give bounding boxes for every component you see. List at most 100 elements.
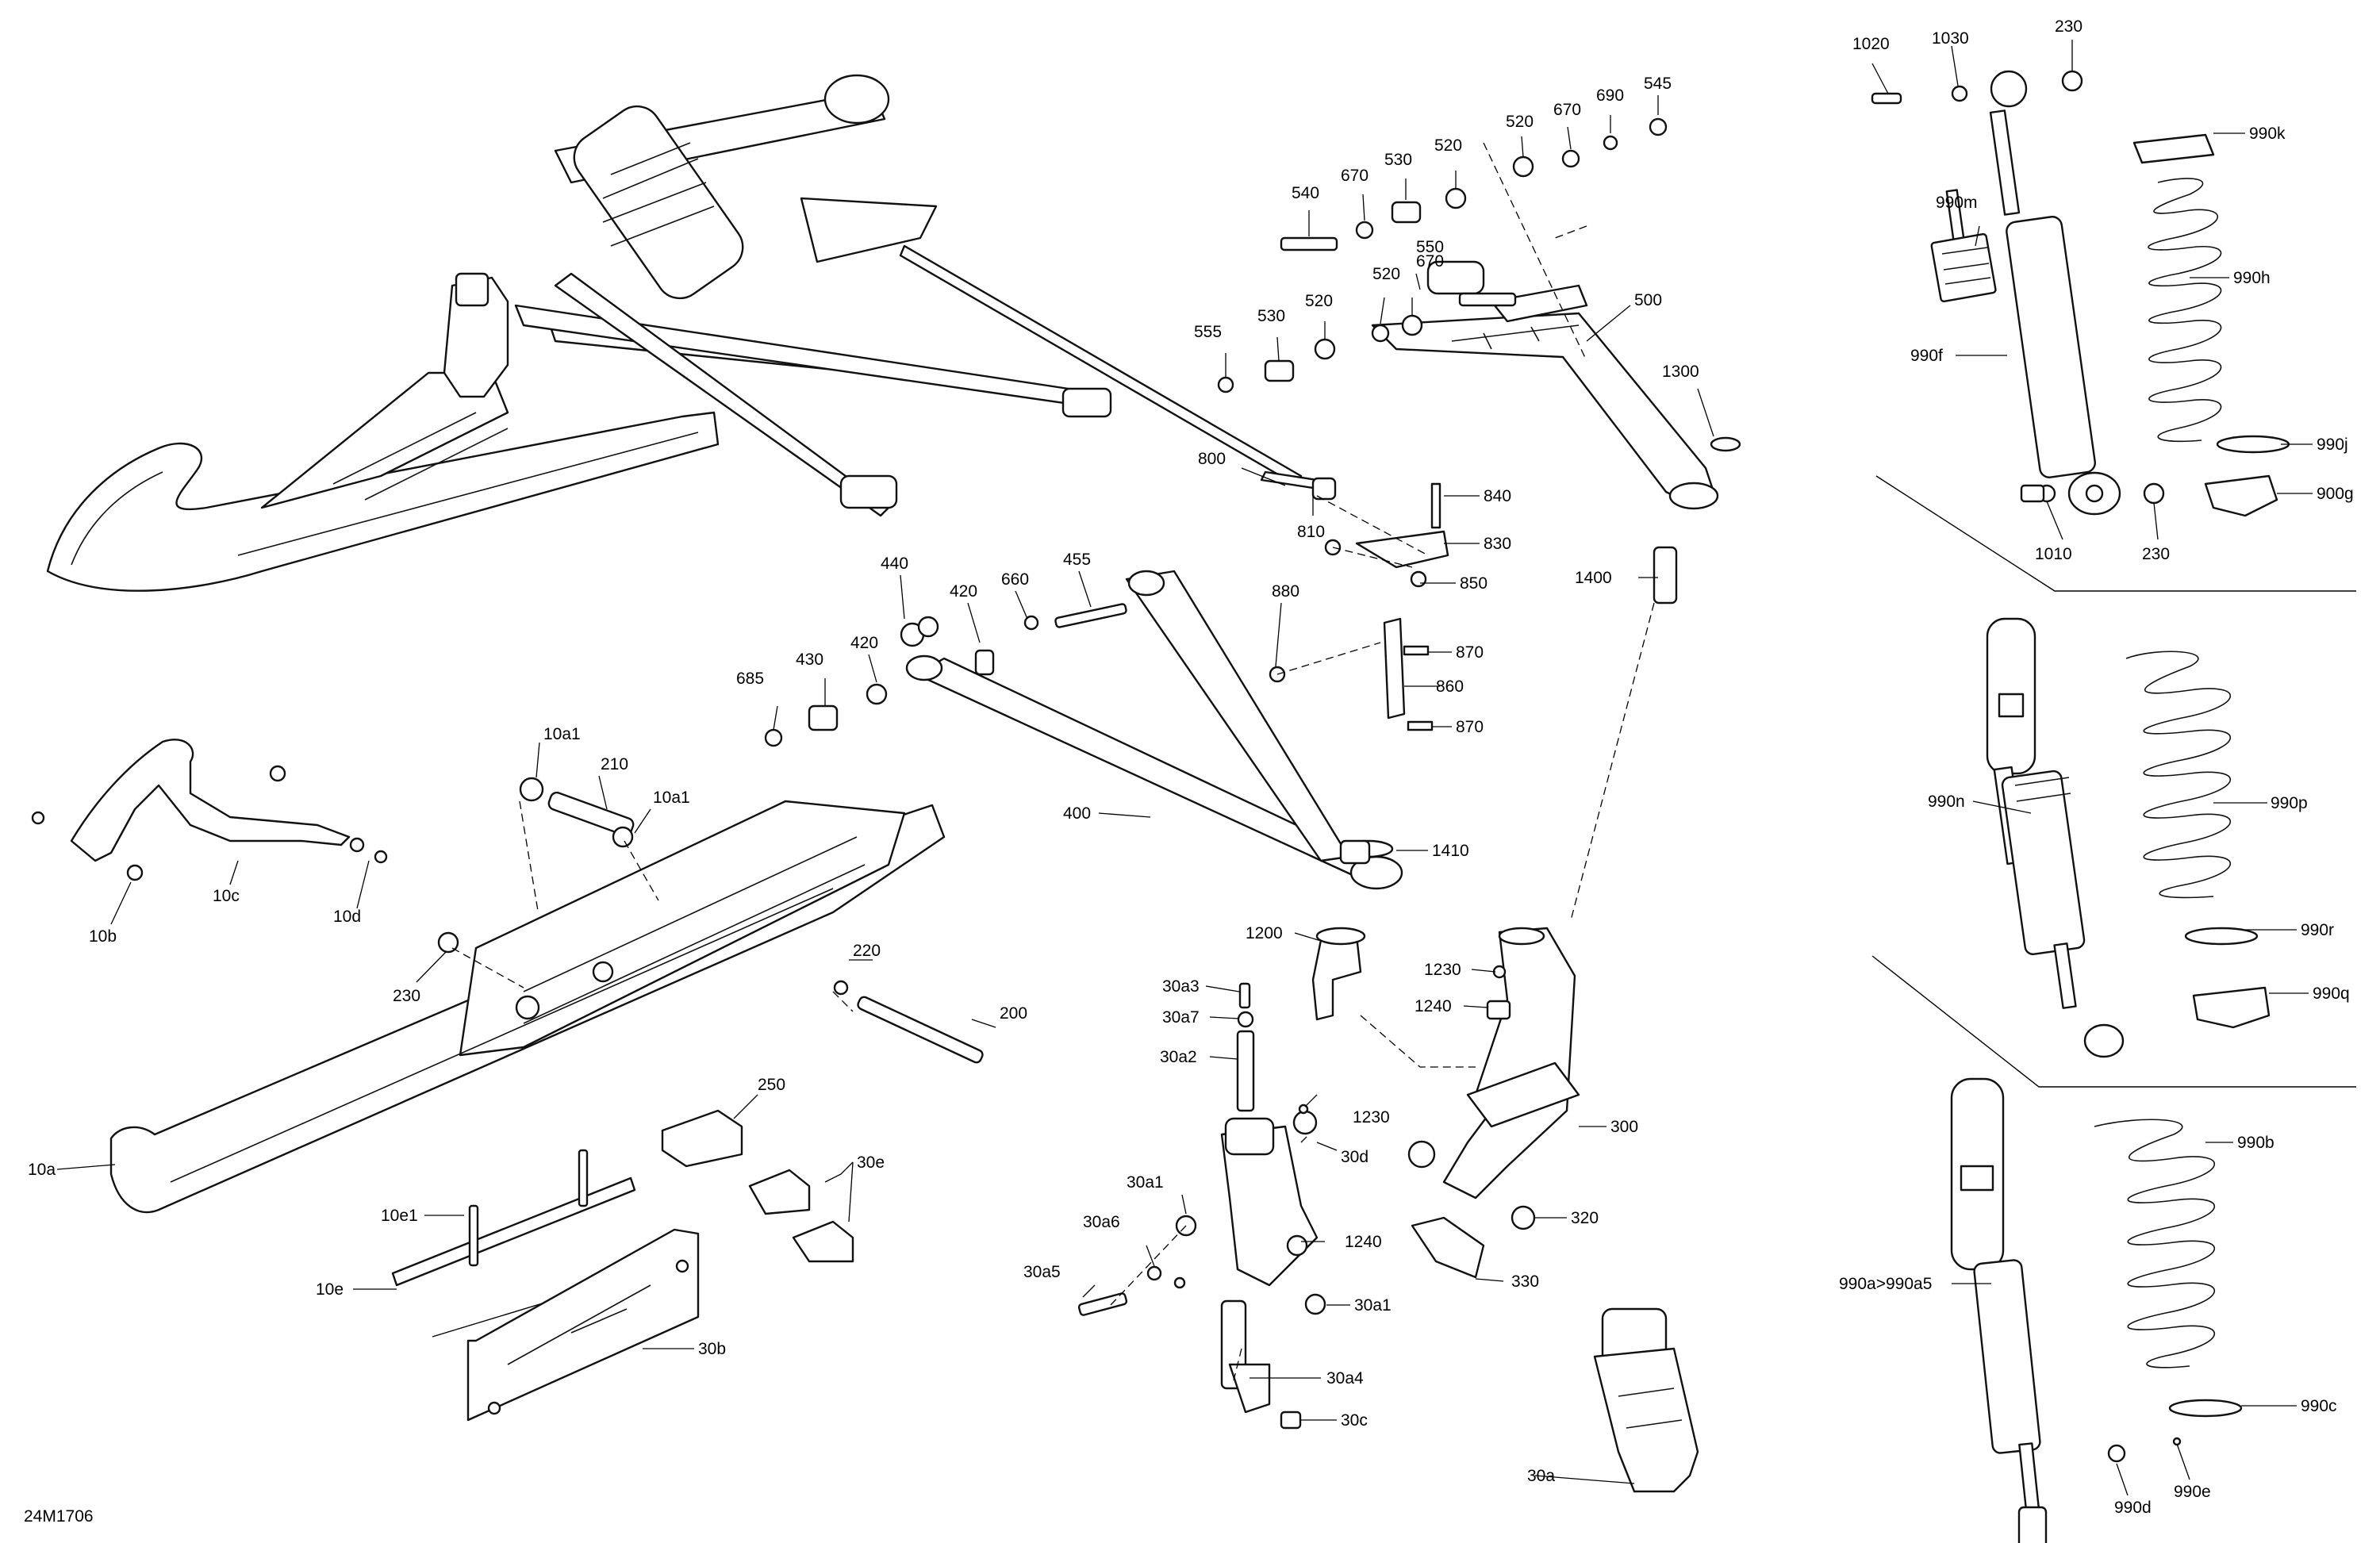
callout-810: 810	[1297, 523, 1325, 541]
tie-rod-800-illustration	[1260, 470, 1449, 731]
callout-1300: 1300	[1662, 363, 1699, 381]
callout-1240: 1240	[1345, 1233, 1382, 1251]
callout-30a5: 30a5	[1023, 1263, 1061, 1281]
spindle-1200-illustration	[1311, 927, 1366, 1021]
plate-30b-illustration	[466, 1228, 700, 1422]
assembly-dashed-lines	[451, 142, 1655, 1381]
callout-990c: 990c	[2301, 1397, 2337, 1415]
callout-230: 230	[393, 987, 420, 1005]
callout-685: 685	[736, 670, 764, 688]
ski-10a-illustration	[109, 800, 946, 1214]
callout-990m: 990m	[1936, 194, 1978, 212]
callout-1030: 1030	[1932, 29, 1969, 48]
callout-30a6: 30a6	[1083, 1213, 1120, 1231]
callout-540: 540	[1292, 184, 1319, 202]
callout-1230: 1230	[1424, 961, 1461, 979]
callout-10d: 10d	[333, 908, 361, 926]
callout-10a: 10a	[28, 1161, 56, 1179]
callout-850: 850	[1460, 574, 1488, 593]
wear-bar-10e-illustration	[391, 1149, 636, 1287]
callout-250: 250	[758, 1076, 785, 1094]
callout-1010: 1010	[2035, 545, 2072, 563]
callout-440: 440	[881, 555, 908, 573]
callout-520: 520	[1506, 113, 1534, 131]
callout-900g: 900g	[2317, 485, 2354, 503]
callout-840: 840	[1484, 487, 1511, 505]
callout-30e: 30e	[857, 1153, 885, 1172]
shock-990f-illustration	[1871, 70, 2165, 516]
callout-830: 830	[1484, 535, 1511, 553]
callout-990d: 990d	[2114, 1499, 2152, 1517]
callout-1240: 1240	[1415, 997, 1452, 1015]
shock-990n-illustration	[1986, 617, 2125, 1058]
handle-10c-illustration	[31, 739, 388, 881]
callout-1230: 1230	[1353, 1108, 1390, 1127]
callout-555: 555	[1194, 323, 1222, 341]
callout-30a3: 30a3	[1162, 977, 1200, 996]
callout-30b: 30b	[698, 1340, 726, 1358]
callout-545: 545	[1644, 75, 1672, 93]
callout-labels: 1020 1030 230 990k 990h 990m 990f 990j 9…	[24, 17, 2354, 1526]
callout-520: 520	[1305, 292, 1333, 310]
callout-10a1: 10a1	[653, 789, 690, 807]
callout-990h: 990h	[2233, 269, 2271, 287]
callout-990f: 990f	[1910, 347, 1943, 365]
callout-670: 670	[1553, 101, 1581, 119]
callout-200: 200	[1000, 1004, 1027, 1023]
callout-870: 870	[1456, 718, 1484, 736]
callout-30d: 30d	[1341, 1148, 1368, 1166]
callout-690: 690	[1596, 86, 1624, 105]
callout-500: 500	[1634, 291, 1662, 309]
callout-230: 230	[2055, 17, 2082, 36]
callout-990j: 990j	[2317, 436, 2348, 454]
callout-220: 220	[853, 942, 881, 960]
lower-arm-hardware-illustration	[764, 603, 1127, 747]
callout-880: 880	[1272, 582, 1299, 601]
callout-1400: 1400	[1575, 569, 1612, 587]
callout-230: 230	[2142, 545, 2170, 563]
callout-990b: 990b	[2237, 1134, 2274, 1152]
spring-990b-illustration	[2094, 1119, 2243, 1418]
figure-code: 24M1706	[24, 1507, 94, 1526]
callout-420: 420	[850, 634, 878, 652]
callout-550: 550	[1416, 238, 1444, 256]
callout-10e1: 10e1	[381, 1207, 418, 1225]
callout-990a: 990a>990a5	[1839, 1275, 1932, 1293]
callout-530: 530	[1257, 307, 1285, 325]
callout-670: 670	[1341, 167, 1368, 185]
callout-1200: 1200	[1246, 924, 1283, 942]
assembled-suspension-illustration	[46, 74, 1303, 592]
callout-30c: 30c	[1341, 1411, 1368, 1430]
callout-860: 860	[1436, 677, 1464, 696]
callout-210: 210	[601, 755, 628, 773]
lower-a-arm-400-illustration	[905, 570, 1403, 890]
callout-530: 530	[1384, 151, 1412, 169]
callout-10e: 10e	[316, 1280, 344, 1299]
callout-990r: 990r	[2301, 921, 2334, 939]
callout-30a4: 30a4	[1326, 1369, 1364, 1388]
callout-30a2: 30a2	[1160, 1048, 1197, 1066]
callout-10c: 10c	[213, 887, 240, 905]
callout-800: 800	[1198, 450, 1226, 468]
ski-hardware-illustration	[437, 777, 984, 1064]
spring-990h-illustration	[2132, 133, 2290, 517]
leader-lines	[56, 40, 2313, 1496]
pads-illustration	[661, 1109, 854, 1263]
callout-660: 660	[1001, 570, 1029, 589]
spindle-housing-30-illustration	[1077, 982, 1326, 1430]
callout-520: 520	[1434, 136, 1462, 155]
callout-670: 670	[1416, 252, 1444, 271]
callout-30a7: 30a7	[1162, 1008, 1200, 1027]
callout-990q: 990q	[2313, 985, 2350, 1003]
callout-455: 455	[1063, 551, 1091, 569]
callout-400: 400	[1063, 804, 1091, 823]
callout-430: 430	[796, 651, 823, 669]
callout-990p: 990p	[2271, 794, 2308, 812]
callout-30a: 30a	[1527, 1467, 1555, 1485]
shock-990a-illustration	[1950, 1077, 2182, 1543]
callout-1410: 1410	[1432, 842, 1469, 860]
callout-990k: 990k	[2249, 125, 2286, 143]
callout-30a1: 30a1	[1354, 1296, 1392, 1315]
knuckle-300-illustration	[1407, 927, 1580, 1279]
